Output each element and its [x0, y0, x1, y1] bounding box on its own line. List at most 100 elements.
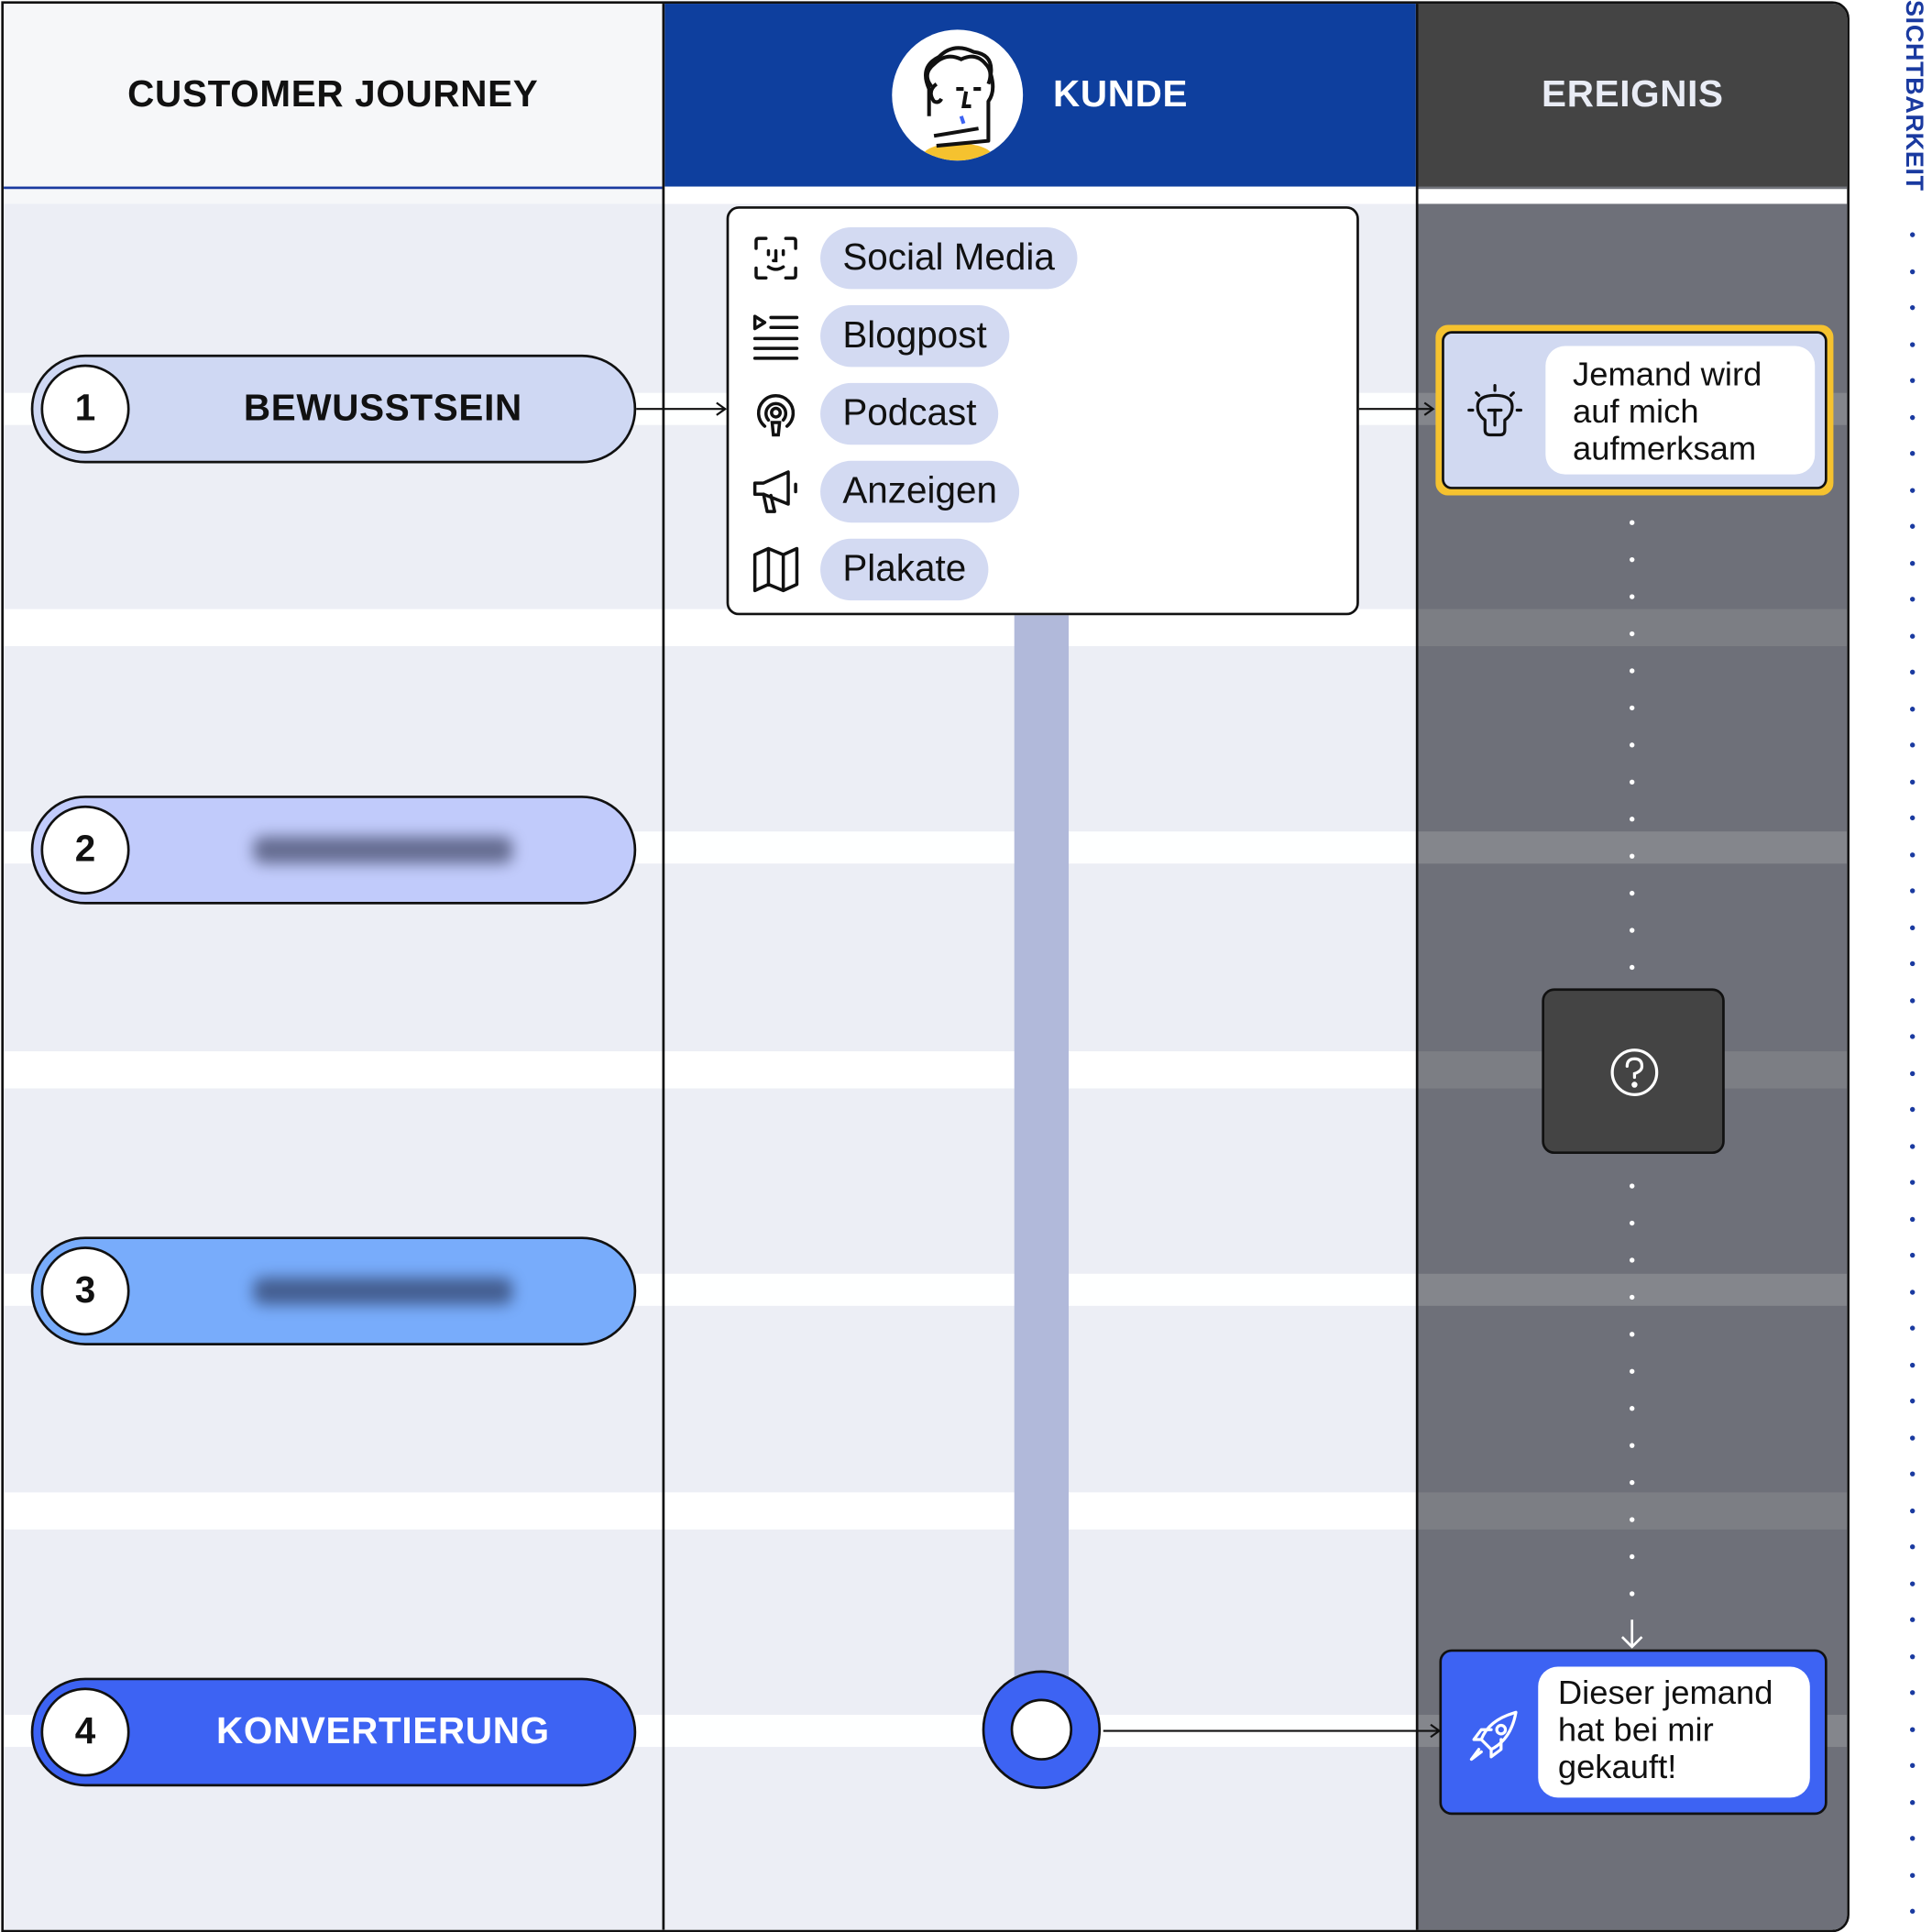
channel-item[interactable]: Anzeigen: [749, 459, 1020, 523]
stage-number: 3: [40, 1246, 130, 1336]
stripe: [1418, 1273, 1848, 1306]
megaphone-icon: [749, 465, 803, 519]
channel-label: Podcast: [820, 382, 999, 445]
stripe: [1418, 609, 1848, 647]
side-dot: [1910, 1034, 1916, 1039]
lightbulb-icon: [1466, 383, 1523, 445]
channel-item[interactable]: Blogpost: [749, 304, 1009, 368]
event-awareness[interactable]: Jemand wird auf mich aufmerksam: [1435, 324, 1834, 496]
path-dot: [1630, 594, 1635, 599]
arrow-head: [716, 401, 728, 416]
side-dot: [1910, 414, 1916, 421]
down-arrow-head: [1620, 1636, 1643, 1649]
path-dot: [1630, 668, 1635, 674]
side-dot: [1910, 451, 1916, 456]
side-label: SICHTBARKEIT: [1898, 0, 1927, 210]
question-icon: [1608, 1047, 1661, 1103]
stage-label-blurred: [132, 798, 633, 902]
path-dot: [1630, 1220, 1635, 1226]
stripe: [4, 1492, 1419, 1530]
side-dot: [1910, 1727, 1916, 1732]
side-dot: [1910, 1398, 1916, 1404]
channel-label: Blogpost: [820, 304, 1009, 368]
path-dot: [1630, 520, 1635, 525]
path-dot: [1630, 1479, 1635, 1486]
column-divider: [662, 4, 665, 1930]
channel-list: Social Media Blogpost: [726, 206, 1359, 616]
header-gap: [1418, 189, 1848, 204]
channel-item[interactable]: Plakate: [749, 537, 989, 601]
side-dot: [1910, 1070, 1916, 1077]
header-ereignis: EREIGNIS: [1418, 4, 1848, 187]
connector-layer: [636, 401, 1643, 1789]
channel-item[interactable]: Podcast: [749, 382, 999, 446]
side-label-text: SICHTBARKEIT: [1900, 0, 1927, 192]
path-dot: [1630, 817, 1635, 822]
event-conversion-text: Dieser jemand hat bei mir gekauft!: [1538, 1666, 1810, 1798]
side-dot: [1910, 998, 1916, 1004]
side-dot: [1910, 1908, 1916, 1915]
path-dot: [1630, 1443, 1635, 1448]
header-ereignis-label: EREIGNIS: [1542, 73, 1724, 115]
path-dot: [1630, 1368, 1635, 1374]
path-dot: [1630, 1332, 1635, 1337]
header-kunde-label: KUNDE: [1053, 73, 1189, 115]
channel-label: Social Media: [820, 227, 1078, 290]
header-customer-journey-label: CUSTOMER JOURNEY: [127, 73, 539, 115]
column-divider: [1415, 4, 1419, 1930]
path-dot: [1630, 1294, 1635, 1301]
side-dot: [1910, 1435, 1916, 1441]
channel-label: Anzeigen: [820, 460, 1020, 523]
stage-number: 1: [40, 364, 130, 454]
header-kunde: KUNDE: [664, 4, 1416, 187]
side-dot: [1910, 633, 1916, 639]
path-dot: [1630, 742, 1635, 748]
stage-label: KONVERTIERUNG: [215, 1710, 550, 1752]
path-dot: [1630, 1517, 1635, 1522]
path-dot: [1630, 1591, 1635, 1597]
side-dot: [1910, 1872, 1916, 1878]
side-dot: [1910, 560, 1916, 566]
side-dot: [1910, 1617, 1916, 1622]
stage-number: 2: [40, 805, 130, 895]
side-dot: [1910, 707, 1916, 712]
channel-label: Plakate: [820, 538, 989, 601]
side-dot: [1910, 852, 1916, 858]
kunde-timeline: [1014, 615, 1070, 1678]
path-dot: [1630, 928, 1635, 933]
stage-pill-4[interactable]: 4 KONVERTIERUNG: [30, 1677, 637, 1787]
stage-pill-3[interactable]: 3: [30, 1236, 637, 1345]
path-dot: [1630, 631, 1635, 637]
path-dot: [1630, 1183, 1635, 1189]
stripe: [4, 609, 1419, 647]
path-dot: [1630, 1553, 1635, 1560]
path-dot: [1630, 853, 1635, 859]
stage-pill-1[interactable]: 1 BEWUSSTSEIN: [30, 354, 637, 464]
side-dot: [1910, 1690, 1916, 1696]
side-dot: [1910, 669, 1916, 675]
map-icon: [749, 543, 803, 597]
path-dot: [1630, 1406, 1635, 1411]
path-dot: [1630, 705, 1635, 711]
side-dot: [1910, 815, 1916, 821]
header-customer-journey: CUSTOMER JOURNEY: [4, 4, 663, 190]
side-dot: [1910, 1653, 1916, 1660]
stripe: [1418, 1492, 1848, 1530]
side-dot: [1910, 742, 1916, 748]
channel-item[interactable]: Social Media: [749, 226, 1078, 291]
side-dot: [1910, 269, 1916, 275]
event-conversion[interactable]: Dieser jemand hat bei mir gekauft!: [1439, 1649, 1828, 1816]
stripe: [4, 1051, 1419, 1089]
side-dot: [1910, 961, 1916, 967]
path-dot: [1630, 1257, 1635, 1263]
event-unknown[interactable]: [1542, 988, 1725, 1155]
side-dot: [1910, 342, 1916, 347]
side-dot: [1910, 1180, 1916, 1185]
side-dot: [1910, 925, 1916, 931]
stage-pill-2[interactable]: 2: [30, 796, 637, 905]
side-dot: [1910, 1800, 1916, 1806]
side-dot: [1910, 779, 1916, 785]
side-dot: [1910, 1762, 1916, 1768]
text-list-icon: [749, 309, 803, 363]
side-dot: [1910, 1290, 1916, 1295]
